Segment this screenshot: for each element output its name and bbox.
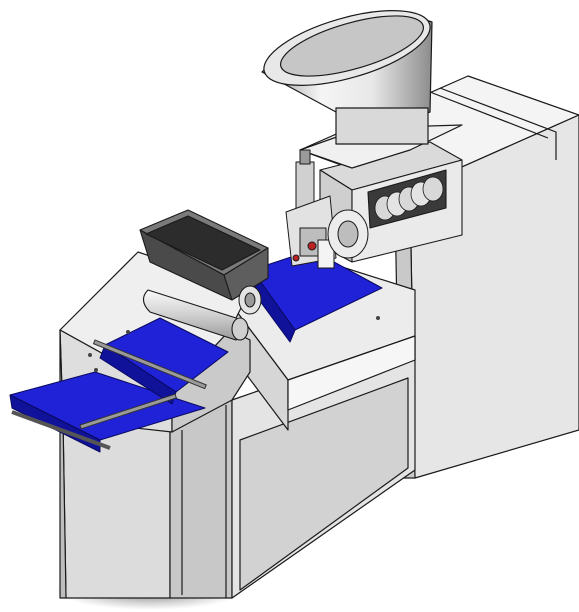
access-door xyxy=(239,377,409,591)
dough-feed-box xyxy=(139,209,269,301)
guide-shafts xyxy=(79,339,207,430)
body-side-panel xyxy=(169,399,233,599)
frame-bolts xyxy=(88,316,380,372)
body-front-panel xyxy=(62,419,171,599)
drive-gear xyxy=(238,285,262,315)
conveyor-middle xyxy=(99,317,229,405)
depositor-assembly xyxy=(285,149,369,269)
hopper-neck xyxy=(335,107,429,145)
rear-cabinet-trim xyxy=(429,91,549,139)
funnel-hopper xyxy=(261,10,463,169)
screw-auger xyxy=(374,176,444,221)
sheeter-roller xyxy=(142,289,249,341)
hopper-inner xyxy=(279,15,425,77)
conveyor-lower xyxy=(9,371,206,453)
